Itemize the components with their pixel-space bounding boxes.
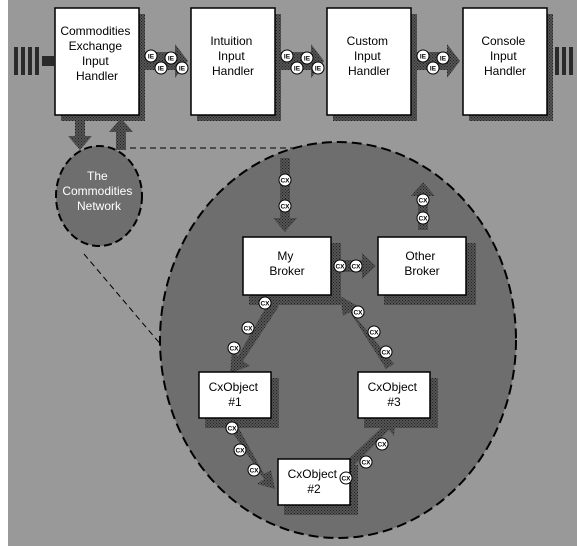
node-cxobject-1: CxObject #1: [198, 371, 272, 419]
ie-token: IE: [290, 61, 304, 75]
svg-text:CX: CX: [280, 177, 290, 184]
svg-text:CX: CX: [249, 467, 259, 474]
ie-token: IE: [300, 51, 314, 65]
svg-text:CX: CX: [235, 447, 245, 454]
svg-text:CX: CX: [229, 345, 239, 352]
handler-console-label: Console Input Handler: [481, 34, 528, 78]
cx-token: CX: [333, 259, 347, 273]
cx-token: CX: [339, 471, 353, 485]
svg-text:IE: IE: [304, 55, 311, 62]
ie-token: IE: [426, 61, 440, 75]
network-link-arrows: [68, 118, 133, 150]
svg-text:CX: CX: [260, 300, 270, 307]
svg-text:IE: IE: [420, 53, 427, 60]
cx-token: CX: [247, 463, 261, 477]
svg-text:CX: CX: [335, 263, 345, 270]
node-other-broker-label: Other Broker: [404, 249, 439, 278]
ie-token: IE: [280, 49, 294, 63]
handler-commodities-exchange-label: Commodities Exchange Input Handler: [60, 24, 133, 83]
ie-token: IE: [164, 51, 178, 65]
node-other-broker: Other Broker: [377, 236, 467, 296]
cx-token: CX: [359, 455, 373, 469]
svg-text:CX: CX: [227, 425, 237, 432]
svg-text:CX: CX: [243, 325, 253, 332]
node-cxobject-3: CxObject #3: [357, 371, 431, 419]
node-cxobject-3-label: CxObject #3: [368, 380, 421, 409]
svg-text:IE: IE: [294, 65, 301, 72]
svg-text:CX: CX: [418, 215, 428, 222]
arrow-network-to-handler: [109, 118, 133, 150]
svg-text:CX: CX: [361, 459, 371, 466]
chain-entry-stripes: [14, 47, 54, 75]
svg-text:CX: CX: [280, 203, 290, 210]
handler-intuition-label: Intuition Input Handler: [210, 34, 255, 78]
arrow-into-my-broker: [273, 158, 297, 232]
ie-token: IE: [144, 49, 158, 63]
commodities-network-circle: [55, 145, 143, 247]
arrow-handler-to-network: [68, 118, 92, 150]
node-my-broker: My Broker: [242, 236, 332, 296]
handler-intuition: Intuition Input Handler: [190, 7, 276, 116]
node-my-broker-label: My Broker: [269, 249, 304, 278]
svg-text:CX: CX: [381, 349, 391, 356]
cx-token: CX: [258, 296, 272, 310]
svg-text:IE: IE: [440, 55, 447, 62]
ie-token: IE: [311, 61, 325, 75]
svg-text:IE: IE: [430, 65, 437, 72]
arrow-cx1-to-cx2: [224, 414, 275, 489]
svg-text:CX: CX: [418, 197, 428, 204]
cx-token: CX: [375, 437, 389, 451]
ie-token: IE: [175, 61, 189, 75]
cx-token: CX: [416, 211, 430, 225]
cx-token: CX: [227, 341, 241, 355]
handler-console: Console Input Handler: [462, 7, 548, 116]
node-cxobject-2: CxObject #2: [277, 458, 351, 506]
svg-text:IE: IE: [168, 55, 175, 62]
svg-text:IE: IE: [148, 53, 155, 60]
cx-token: CX: [416, 193, 430, 207]
cx-token: CX: [351, 305, 365, 319]
svg-text:IE: IE: [315, 65, 322, 72]
handler-custom: Custom Input Handler: [326, 7, 412, 116]
arrow-my-broker-to-cx1: [230, 300, 279, 373]
cx-token: CX: [225, 421, 239, 435]
ie-token: IE: [436, 51, 450, 65]
svg-text:IE: IE: [158, 65, 165, 72]
cx-token: CX: [233, 443, 247, 457]
ie-token: IE: [154, 61, 168, 75]
ie-token: IE: [416, 49, 430, 63]
node-cxobject-1-label: CxObject #1: [209, 380, 262, 409]
network-label: The Commodities Network: [62, 169, 135, 213]
cx-token: CX: [367, 325, 381, 339]
cx-token: CX: [278, 199, 292, 213]
cx-token: CX: [349, 259, 363, 273]
svg-text:CX: CX: [377, 441, 387, 448]
svg-text:CX: CX: [351, 263, 361, 270]
svg-text:IE: IE: [284, 53, 291, 60]
handler-commodities-exchange: Commodities Exchange Input Handler: [54, 7, 140, 116]
svg-text:CX: CX: [369, 329, 379, 336]
cx-token: CX: [379, 345, 393, 359]
handler-custom-label: Custom Input Handler: [347, 34, 392, 78]
cx-token: CX: [241, 321, 255, 335]
cx-token: CX: [278, 173, 292, 187]
svg-text:CX: CX: [353, 309, 363, 316]
node-cxobject-2-label: CxObject #2: [288, 467, 341, 496]
svg-text:CX: CX: [341, 475, 351, 482]
svg-text:IE: IE: [179, 65, 186, 72]
